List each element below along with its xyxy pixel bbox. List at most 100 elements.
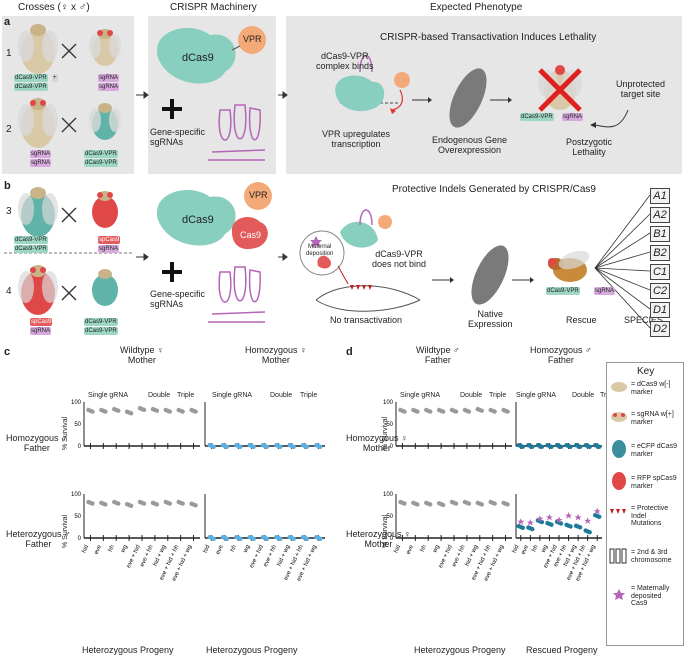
data-point (415, 409, 420, 414)
data-point (453, 409, 459, 414)
maternal-deposition-bubble (299, 230, 345, 276)
data-point (539, 519, 545, 525)
x-tick-label: hid (393, 544, 402, 554)
species-c1: C1 (650, 264, 670, 280)
maternal-cas9-point (545, 513, 553, 521)
c-col1-title: Wildtype ♀ Mother (120, 345, 164, 365)
c-foot2: Heterozygous Progeny (206, 645, 298, 655)
c-single-2: Single gRNA (212, 392, 253, 399)
maternal-cas9-point (536, 515, 544, 522)
data-point (167, 501, 172, 506)
overexp-label: Endogenous Gene Overexpression (432, 135, 508, 155)
x-tick-label: hh (108, 544, 116, 553)
data-point (304, 536, 310, 541)
cross-4-number: 4 (6, 286, 12, 297)
dna-strand-icon (449, 68, 487, 128)
data-point (211, 444, 216, 449)
data-point (193, 409, 198, 414)
panel-a-label: a (4, 16, 11, 28)
tag-dcas9vpr: dCas9-VPR (14, 236, 48, 244)
data-point (141, 407, 147, 413)
fly-icon (611, 382, 627, 392)
data-point (154, 408, 160, 413)
data-point (180, 409, 185, 414)
data-point (466, 501, 472, 506)
data-point (167, 409, 172, 414)
panel-b-label: b (4, 180, 11, 192)
key-item-6: = 2nd & 3rd chromosome (631, 549, 672, 564)
species-label: SPECIES (624, 315, 664, 325)
data-point (90, 409, 95, 414)
sgrnas-label-b: Gene-specific sgRNAs (150, 289, 206, 309)
cross-1-number: 1 (6, 48, 12, 59)
y-tick-label: 0 (78, 536, 82, 542)
d-row1-title: Homozygous ♀ Mother (346, 433, 408, 453)
species-b1: B1 (650, 226, 670, 242)
data-point (278, 444, 283, 449)
data-point (251, 444, 256, 449)
tag-sgrna: sgRNA (30, 327, 52, 335)
fly-3-female (18, 187, 58, 237)
d-row2-title: Heterozygous ♀ Mother (346, 529, 411, 549)
data-point (505, 502, 510, 507)
data-point (520, 444, 525, 449)
data-point (530, 526, 535, 532)
d-col1-title: Wildtype ♂ Father (416, 345, 460, 365)
tag-sgrna: sgRNA (98, 74, 120, 82)
d-single-2: Single gRNA (516, 392, 557, 399)
maternal-cas9-point (593, 507, 601, 515)
x-tick-label: eve (406, 544, 416, 556)
c-double-2: Double (270, 392, 293, 399)
c-row2-title: Heterozygous ♂ Father (6, 529, 71, 549)
vpr-label-b: VPR (249, 190, 268, 200)
y-tick-label: 0 (78, 444, 82, 450)
data-point (568, 444, 573, 449)
c-double-1: Double (148, 392, 171, 399)
cross-3-number: 3 (6, 206, 12, 217)
cas9-label: Cas9 (240, 230, 262, 240)
data-point (180, 501, 185, 506)
data-point (238, 444, 243, 449)
data-point (402, 501, 407, 506)
data-point (304, 444, 310, 449)
x-tick-label: hh (420, 544, 428, 553)
fly-3-male (92, 191, 118, 228)
c-foot1: Heterozygous Progeny (82, 645, 174, 655)
data-point (264, 536, 270, 541)
sgrnas-label-a: Gene-specific sgRNAs (150, 127, 206, 147)
tag-dcas9vpr: dCas9-VPR (546, 287, 580, 295)
key-item-4: = RFP spCas9 marker (631, 475, 677, 490)
data-point (211, 536, 216, 541)
tag-plus: + (52, 74, 58, 82)
lethality-label: Postzygotic Lethality (566, 137, 613, 157)
species-a1: A1 (650, 188, 670, 204)
dead-fly-icon (538, 65, 582, 112)
data-point (597, 444, 602, 449)
data-point (428, 409, 433, 414)
data-point (440, 409, 446, 414)
data-point (402, 409, 407, 414)
key-icons (609, 382, 627, 600)
vpr-domain-a (238, 26, 266, 54)
data-point (318, 536, 323, 541)
data-point (224, 536, 230, 541)
x-tick-label: eve (215, 544, 225, 556)
notbind-label: dCas9-VPR does not bind (372, 249, 427, 269)
tag-sgrna: sgRNA (594, 287, 616, 295)
data-point (318, 444, 323, 449)
y-tick-label: 100 (383, 400, 394, 406)
data-point (154, 502, 160, 507)
data-point (116, 408, 121, 413)
plus-icon-a (162, 99, 182, 119)
x-tick-label: hid (512, 544, 521, 554)
chromosome-icon (609, 548, 627, 564)
data-point (453, 501, 459, 506)
data-point (558, 444, 564, 449)
data-point (90, 501, 95, 506)
key-item-3: = eCFP dCas9 marker (631, 443, 677, 458)
panel-c-label: c (4, 346, 11, 358)
data-point (587, 530, 592, 535)
species-a2: A2 (650, 207, 670, 223)
